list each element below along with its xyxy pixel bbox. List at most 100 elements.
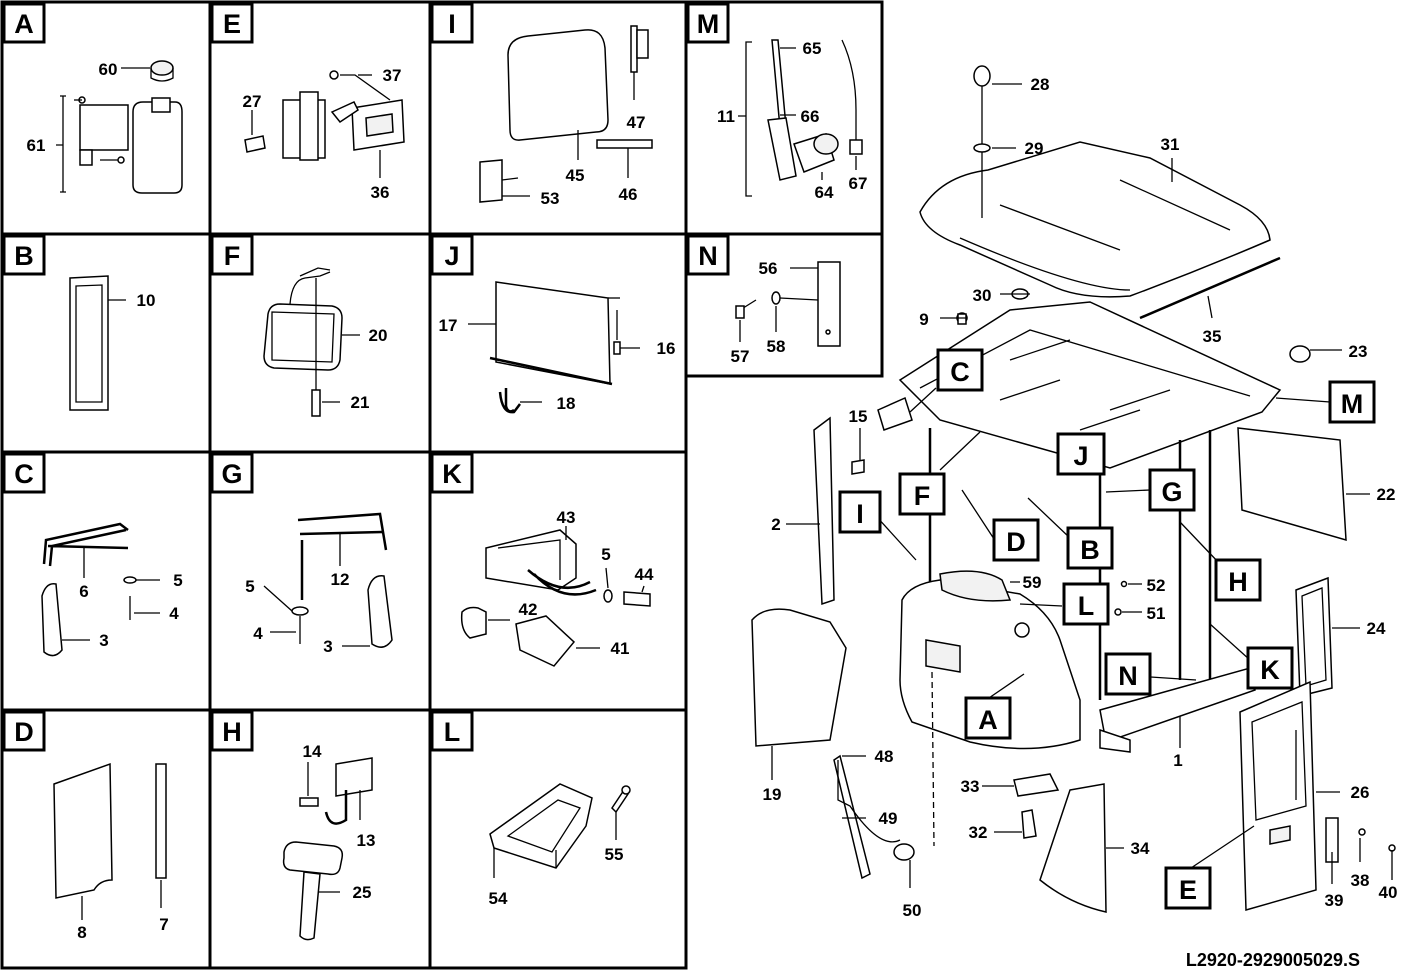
svg-text:H: H (222, 717, 242, 747)
svg-text:61: 61 (27, 136, 46, 155)
svg-text:6: 6 (79, 582, 88, 601)
svg-text:18: 18 (557, 394, 576, 413)
panel-g-numbers: 12 5 4 3 (245, 570, 349, 656)
svg-text:20: 20 (369, 326, 388, 345)
svg-text:5: 5 (245, 577, 254, 596)
svg-text:I: I (448, 9, 456, 39)
svg-text:N: N (1118, 661, 1138, 691)
callout-c: C (936, 348, 984, 392)
svg-text:3: 3 (323, 637, 332, 656)
panel-l-drawing (489, 783, 631, 878)
svg-text:30: 30 (973, 286, 992, 305)
cab-callouts: C J M F G I D B H L N K A E (838, 348, 1376, 910)
svg-text:27: 27 (243, 92, 262, 111)
svg-text:K: K (1260, 655, 1280, 685)
svg-text:11: 11 (717, 107, 735, 126)
panel-a-drawing (56, 60, 183, 194)
svg-text:13: 13 (357, 831, 376, 850)
panel-f-drawing (263, 267, 360, 417)
panel-j-numbers: 17 16 18 (439, 316, 676, 413)
panel-letter-l: L (430, 710, 474, 752)
svg-text:I: I (856, 499, 864, 529)
svg-text:M: M (697, 9, 720, 39)
cab-leader-lines (771, 83, 1393, 888)
svg-text:10: 10 (137, 291, 156, 310)
panel-j-drawing (468, 281, 640, 414)
panel-e-drawing (244, 70, 405, 178)
svg-text:25: 25 (353, 883, 372, 902)
panel-letter-b: B (2, 234, 46, 276)
svg-text:G: G (1161, 477, 1182, 507)
svg-text:65: 65 (803, 39, 822, 58)
svg-text:36: 36 (371, 183, 390, 202)
panel-m-numbers: 65 11 66 64 67 (717, 39, 867, 202)
panel-letter-c: C (2, 452, 46, 494)
svg-text:14: 14 (303, 742, 322, 761)
svg-text:A: A (14, 9, 34, 39)
panel-letter-m: M (686, 2, 730, 44)
callout-e: E (1164, 866, 1212, 910)
callout-n: N (1104, 652, 1152, 696)
panel-a-numbers: 60 61 (27, 60, 118, 155)
svg-text:2: 2 (771, 515, 780, 534)
svg-text:B: B (1080, 535, 1100, 565)
svg-text:9: 9 (919, 310, 928, 329)
panel-n-numbers: 56 57 58 (731, 259, 786, 366)
callout-j: J (1056, 432, 1106, 476)
svg-text:23: 23 (1349, 342, 1368, 361)
svg-text:C: C (950, 357, 970, 387)
svg-text:K: K (442, 459, 462, 489)
panel-letter-f: F (210, 234, 254, 276)
svg-text:4: 4 (253, 624, 263, 643)
panel-g-drawing (263, 512, 393, 648)
svg-text:33: 33 (961, 777, 980, 796)
panel-letter-i: I (430, 2, 474, 44)
panel-k-drawing (460, 526, 651, 667)
panel-h-numbers: 14 13 25 (303, 742, 376, 902)
svg-text:26: 26 (1351, 783, 1370, 802)
svg-text:L: L (1078, 591, 1095, 621)
panel-c-numbers: 6 5 4 3 (79, 571, 182, 650)
callout-a: A (964, 696, 1012, 740)
svg-text:C: C (14, 459, 34, 489)
callout-m: M (1328, 380, 1376, 424)
svg-text:51: 51 (1147, 604, 1166, 623)
panel-l-numbers: 55 54 (489, 845, 624, 908)
svg-text:5: 5 (601, 545, 610, 564)
callout-h: H (1214, 558, 1262, 602)
cab-numbers: 28 29 31 30 9 35 23 15 22 2 59 52 51 24 … (763, 75, 1398, 920)
svg-text:29: 29 (1025, 139, 1044, 158)
panel-letter-j: J (430, 234, 474, 276)
panel-letter-k: K (430, 452, 474, 494)
callout-g: G (1148, 468, 1196, 512)
svg-text:48: 48 (875, 747, 894, 766)
svg-text:58: 58 (767, 337, 786, 356)
svg-text:8: 8 (77, 923, 86, 942)
svg-text:49: 49 (879, 809, 898, 828)
svg-text:35: 35 (1203, 327, 1222, 346)
callout-f: F (898, 472, 946, 516)
svg-text:50: 50 (903, 901, 922, 920)
svg-text:55: 55 (605, 845, 624, 864)
panel-e-numbers: 37 27 36 (243, 66, 402, 202)
callout-d: D (992, 518, 1040, 562)
svg-text:41: 41 (611, 639, 630, 658)
svg-text:G: G (221, 459, 242, 489)
svg-text:19: 19 (763, 785, 782, 804)
panel-grid (0, 0, 884, 970)
svg-text:3: 3 (99, 631, 108, 650)
svg-text:16: 16 (657, 339, 676, 358)
panel-d-drawing (53, 762, 167, 920)
svg-text:5: 5 (173, 571, 182, 590)
svg-text:59: 59 (1023, 573, 1042, 592)
panel-letter-d: D (2, 710, 46, 752)
callout-l: L (1062, 582, 1110, 626)
svg-text:21: 21 (351, 393, 370, 412)
svg-text:44: 44 (635, 565, 654, 584)
panel-letter-a: A (2, 2, 46, 44)
svg-text:28: 28 (1031, 75, 1050, 94)
svg-text:E: E (1179, 875, 1197, 905)
svg-text:60: 60 (99, 60, 118, 79)
svg-text:43: 43 (557, 508, 576, 527)
